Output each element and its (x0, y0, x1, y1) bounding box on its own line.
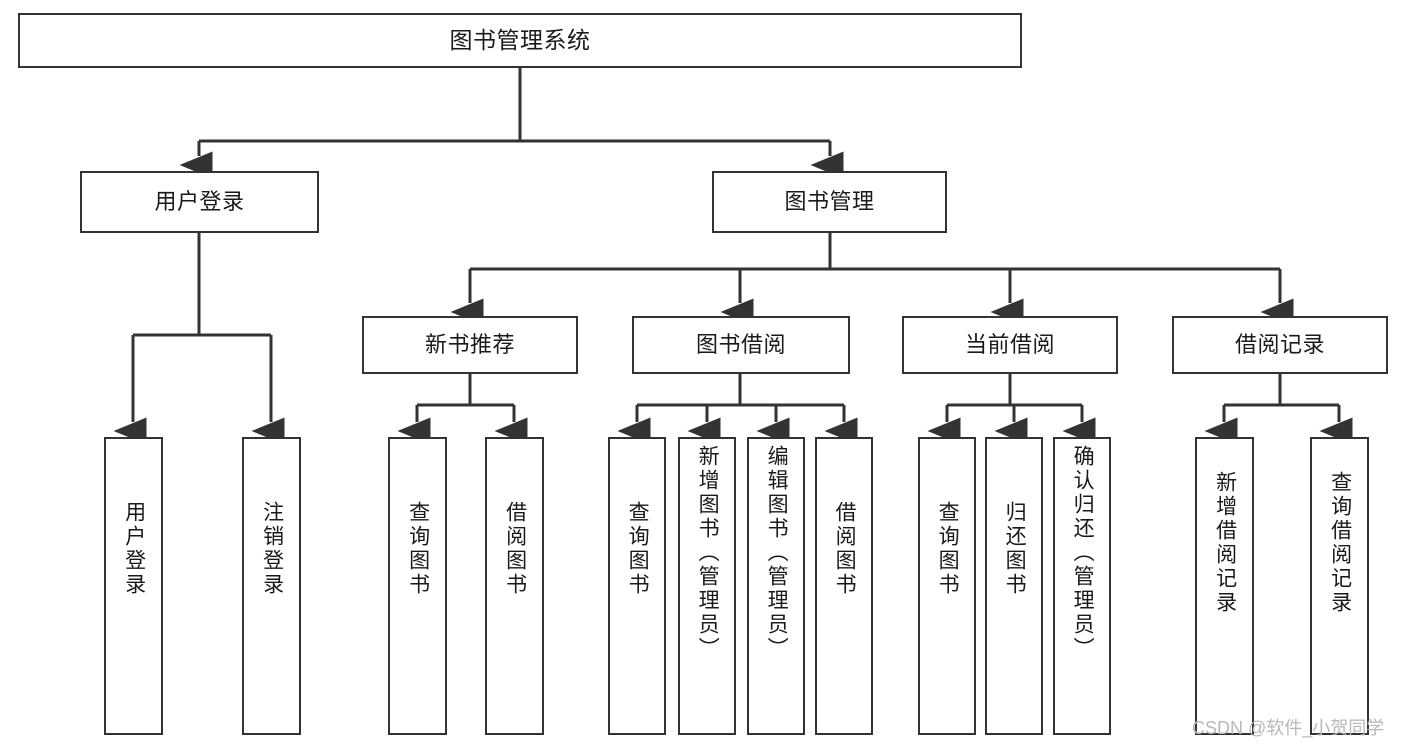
node-leaf-borrow-book-2[interactable]: 借阅图书 (815, 437, 873, 735)
node-leaf-return-book-label: 归还图书 (1003, 501, 1027, 597)
node-book-manage-label: 图书管理 (784, 189, 875, 215)
node-leaf-return-book[interactable]: 归还图书 (985, 437, 1043, 735)
node-leaf-borrow-book-1-label: 借阅图书 (503, 501, 527, 597)
edge-currentborrow-to-leaves (927, 374, 1096, 445)
node-leaf-user-login-label: 用户登录 (122, 501, 146, 597)
node-leaf-user-login[interactable]: 用户登录 (104, 437, 163, 735)
node-new-book-rec[interactable]: 新书推荐 (362, 316, 578, 374)
edge-newbook-to-leaves (397, 374, 528, 445)
node-book-borrow[interactable]: 图书借阅 (632, 316, 850, 374)
node-leaf-add-book[interactable]: 新增图书（管理员） (678, 437, 736, 735)
node-leaf-query-book-3[interactable]: 查询图书 (918, 437, 976, 735)
node-leaf-query-book-1[interactable]: 查询图书 (388, 437, 447, 735)
node-book-manage[interactable]: 图书管理 (712, 171, 947, 233)
node-leaf-query-book-3-label: 查询图书 (936, 501, 960, 597)
node-leaf-query-book-2[interactable]: 查询图书 (608, 437, 666, 735)
node-borrow-record-label: 借阅记录 (1234, 332, 1325, 358)
edge-root-to-level2 (179, 68, 844, 179)
edge-bookborrow-to-leaves (617, 374, 858, 445)
edge-userlogin-to-leaves (113, 233, 285, 445)
node-leaf-logout-label: 注销登录 (260, 501, 284, 597)
watermark: CSDN @软件_小贺同学 (1192, 718, 1385, 738)
node-leaf-add-book-label: 新增图书（管理员） (696, 445, 720, 661)
node-leaf-confirm-return[interactable]: 确认归还（管理员） (1053, 437, 1111, 735)
node-leaf-query-book-2-label: 查询图书 (626, 501, 650, 597)
node-borrow-record[interactable]: 借阅记录 (1172, 316, 1388, 374)
node-book-borrow-label: 图书借阅 (695, 332, 786, 358)
node-current-borrow-label: 当前借阅 (964, 332, 1055, 358)
node-leaf-query-record-label: 查询借阅记录 (1328, 471, 1352, 615)
node-user-login-label: 用户登录 (154, 189, 245, 215)
edge-bookmanage-to-level3 (450, 233, 1294, 326)
edge-borrowrecord-to-leaves (1204, 374, 1353, 445)
node-leaf-query-record[interactable]: 查询借阅记录 (1310, 437, 1369, 735)
node-root-label: 图书管理系统 (449, 27, 591, 54)
node-leaf-logout[interactable]: 注销登录 (242, 437, 301, 735)
node-root[interactable]: 图书管理系统 (18, 13, 1022, 68)
node-leaf-confirm-return-label: 确认归还（管理员） (1071, 445, 1095, 661)
node-current-borrow[interactable]: 当前借阅 (902, 316, 1118, 374)
node-new-book-rec-label: 新书推荐 (424, 332, 515, 358)
node-leaf-edit-book-label: 编辑图书（管理员） (765, 445, 789, 661)
node-leaf-query-book-1-label: 查询图书 (406, 501, 430, 597)
node-leaf-add-record[interactable]: 新增借阅记录 (1195, 437, 1254, 735)
node-user-login[interactable]: 用户登录 (80, 171, 319, 233)
node-leaf-borrow-book-2-label: 借阅图书 (833, 501, 857, 597)
node-leaf-edit-book[interactable]: 编辑图书（管理员） (747, 437, 805, 735)
node-leaf-borrow-book-1[interactable]: 借阅图书 (485, 437, 544, 735)
node-leaf-add-record-label: 新增借阅记录 (1213, 471, 1237, 615)
